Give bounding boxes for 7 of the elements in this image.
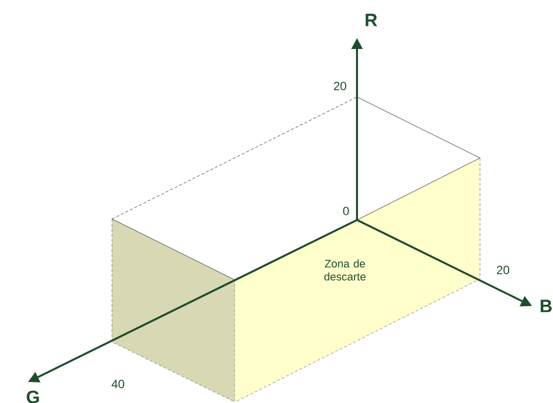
tick-label: 40: [112, 380, 124, 388]
tick-label: 20: [496, 266, 510, 274]
axis-label: R: [366, 14, 378, 26]
tick-label: 0: [343, 206, 349, 216]
axis-label: B: [540, 300, 552, 312]
axis-label: G: [26, 390, 39, 403]
tick-label: 20: [334, 82, 346, 90]
